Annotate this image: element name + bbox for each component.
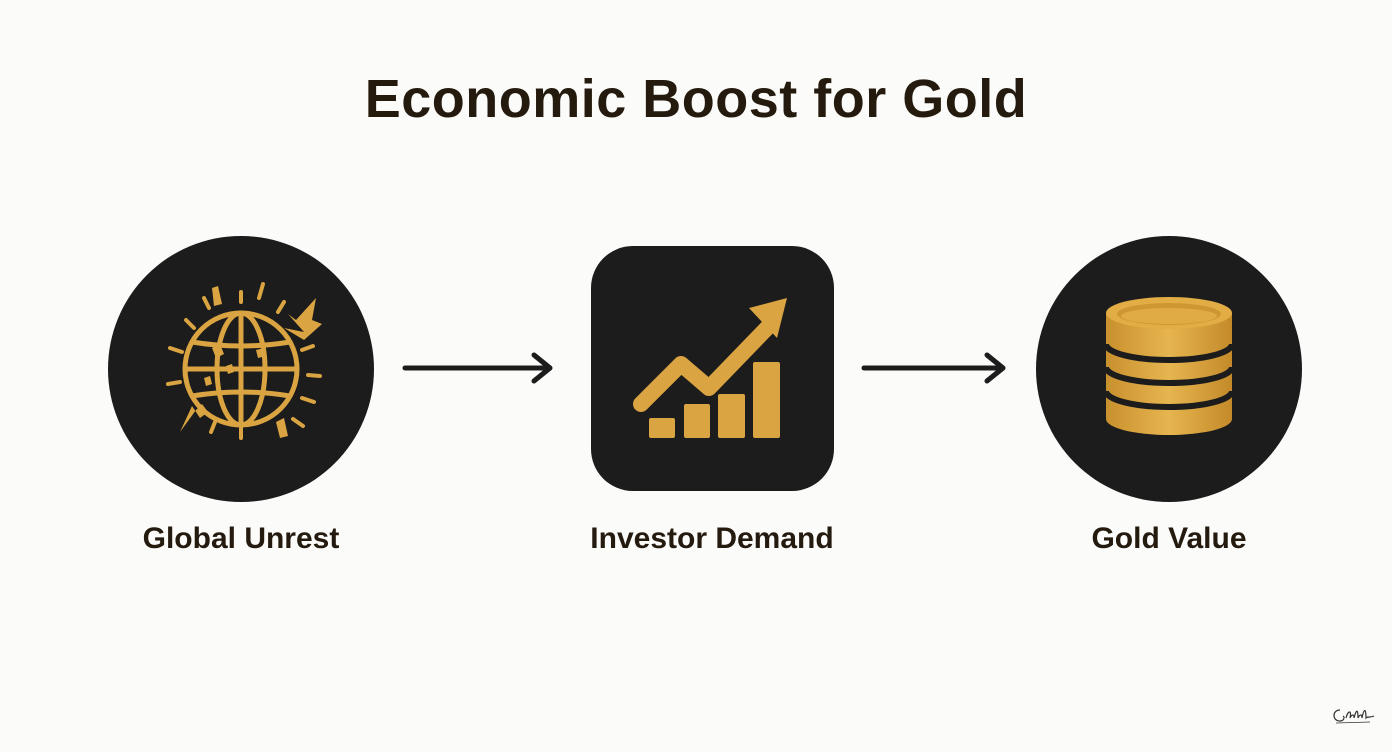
node-global-unrest (108, 236, 374, 502)
arrow-1 (402, 352, 553, 384)
label-investor-demand: Investor Demand (590, 522, 834, 555)
rising-chart-icon (633, 298, 787, 438)
globe-burst-icon (166, 282, 322, 440)
node-gold-value (1036, 236, 1302, 502)
signature-mark (1333, 709, 1375, 724)
diagram-title: Economic Boost for Gold (364, 69, 1028, 129)
gold-coin-stack-icon (1103, 297, 1235, 435)
node-investor-demand (591, 246, 834, 491)
label-global-unrest: Global Unrest (142, 522, 340, 555)
arrow-2 (861, 352, 1006, 384)
label-gold-value: Gold Value (1091, 522, 1247, 555)
